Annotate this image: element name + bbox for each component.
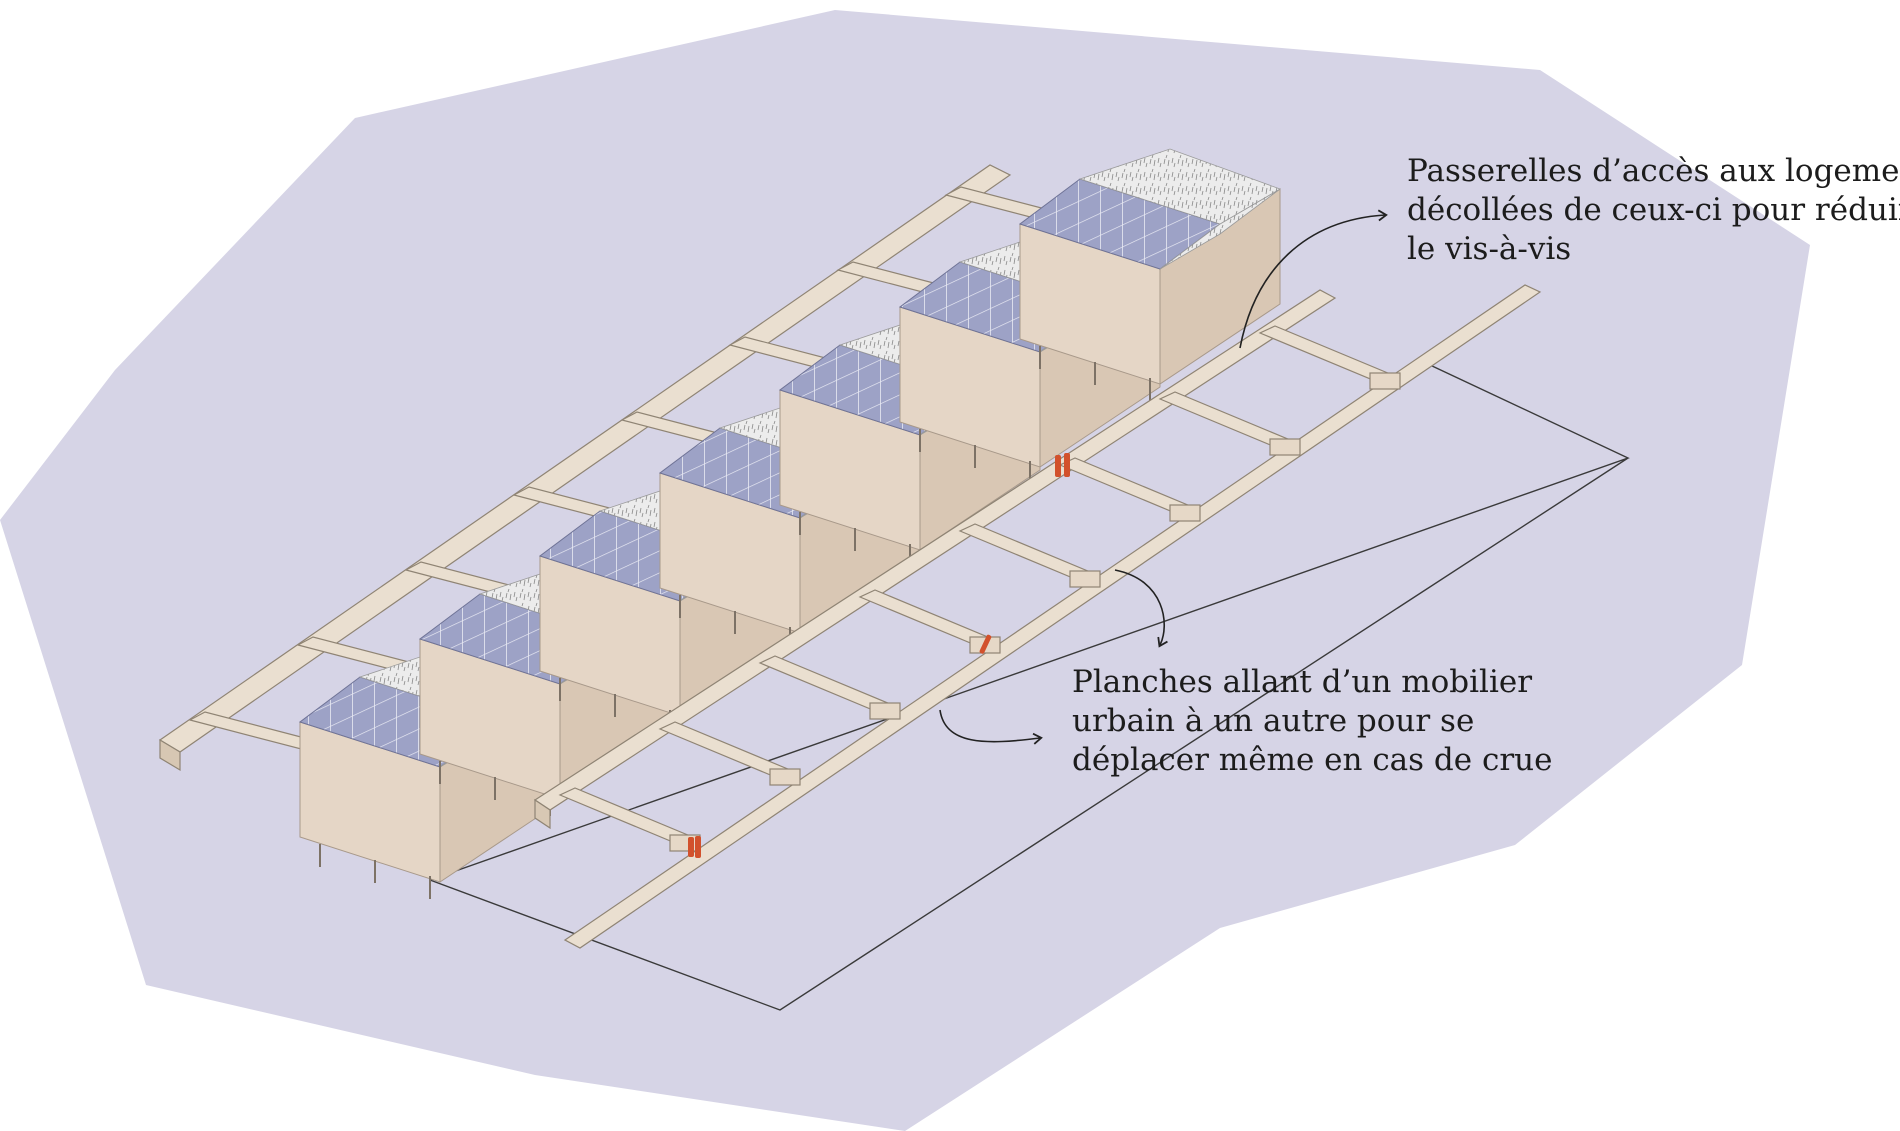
urban-furniture — [869, 702, 901, 720]
annotation-planks: Planches allant d’un mobilier urbain à u… — [1072, 663, 1552, 780]
urban-furniture — [769, 768, 801, 786]
person-figure-icon — [688, 453, 1070, 858]
curved-arrow-icon — [939, 209, 1388, 745]
housing-block — [1018, 148, 1281, 401]
urban-furniture — [1269, 438, 1301, 456]
annotation-line: déplacer même en cas de crue — [1072, 742, 1553, 778]
housing-blocks — [298, 148, 1281, 899]
annotation-line: Passerelles d’accès aux logements, — [1407, 153, 1900, 189]
roof-garden — [1078, 148, 1281, 225]
site-outline — [429, 364, 1630, 1011]
annotation-line: Planches allant d’un mobilier — [1072, 664, 1533, 700]
plank-connectors — [558, 325, 1401, 852]
back-frame — [158, 164, 1012, 772]
urban-furniture — [1169, 504, 1201, 522]
annotation-line: urbain à un autre pour se — [1072, 703, 1475, 739]
urban-furniture — [1069, 570, 1101, 588]
urban-furniture — [1369, 372, 1401, 390]
annotation-walkways: Passerelles d’accès aux logements, décol… — [1407, 152, 1900, 269]
annotation-line: le vis-à-vis — [1407, 231, 1572, 267]
annotation-line: décollées de ceux-ci pour réduire — [1407, 192, 1900, 228]
